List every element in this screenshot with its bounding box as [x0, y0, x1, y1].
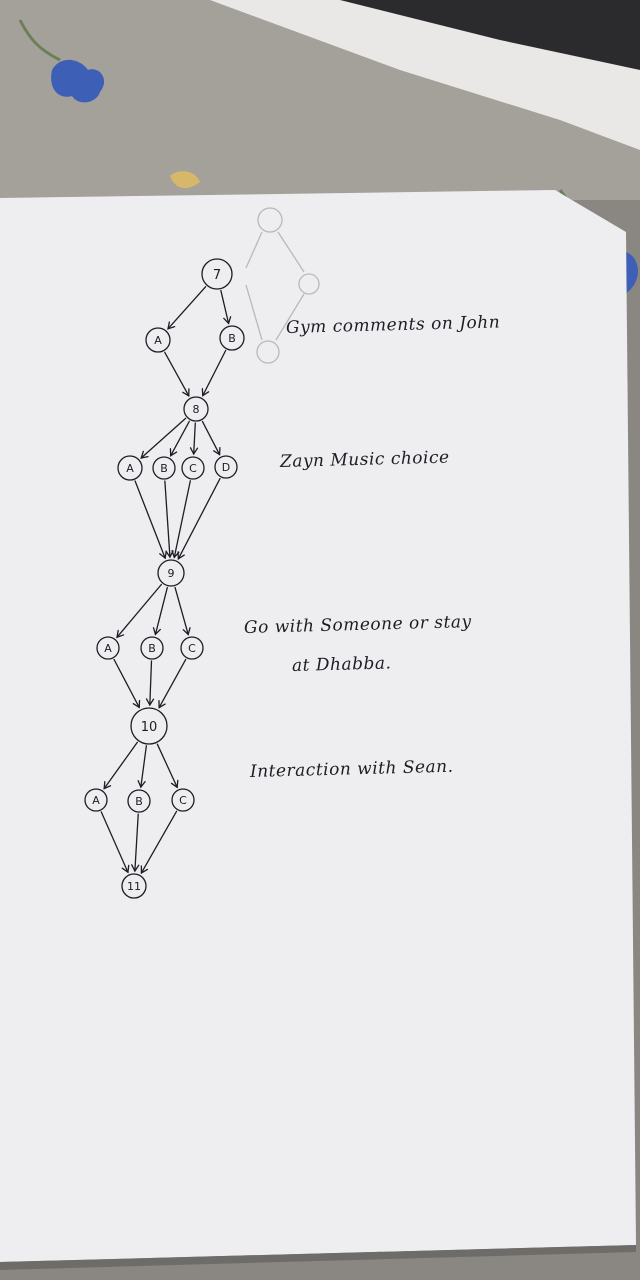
- edge-n10-c10: [156, 743, 179, 789]
- node-circle: [214, 455, 238, 479]
- node-label: C: [189, 462, 197, 475]
- edge-b8-n9: [164, 480, 174, 559]
- node-label: A: [154, 334, 162, 347]
- node-circle: [181, 456, 205, 480]
- edge-n9-a9: [116, 583, 163, 639]
- node-circle: [84, 788, 108, 812]
- edge-n7-b7: [220, 289, 232, 325]
- edge-n8-d8: [201, 420, 221, 456]
- node-circle: [171, 788, 195, 812]
- edge-n10-a10: [103, 741, 139, 790]
- diagram-edges: [100, 286, 232, 875]
- node-circle: [145, 327, 171, 353]
- node-n11: 11: [121, 873, 147, 899]
- node-b9: B: [140, 636, 164, 660]
- node-n9: 9: [157, 559, 185, 587]
- node-label: B: [148, 642, 156, 655]
- node-circle: [183, 396, 209, 422]
- edge-n8-c8: [189, 422, 199, 456]
- node-c8: C: [181, 456, 205, 480]
- edge-a9-n10: [113, 658, 141, 709]
- node-circle: [201, 258, 233, 290]
- node-label: 7: [213, 268, 221, 283]
- paper-shadow: [0, 1245, 636, 1270]
- node-label: A: [126, 462, 134, 475]
- node-circle: [152, 456, 176, 480]
- node-circle: [180, 636, 204, 660]
- node-a7: A: [145, 327, 171, 353]
- edge-n7-a7: [167, 286, 207, 330]
- node-a10: A: [84, 788, 108, 812]
- node-label: 11: [127, 880, 141, 893]
- node-c9: C: [180, 636, 204, 660]
- edge-b10-n11: [131, 813, 140, 873]
- edge-c8-n9: [171, 480, 191, 559]
- laptop-edge-dark: [340, 0, 640, 70]
- edge-n9-b9: [152, 586, 168, 636]
- node-label: 8: [193, 403, 200, 416]
- node-label: 9: [168, 567, 175, 580]
- edge-c10-n11: [140, 810, 178, 875]
- node-label: A: [104, 642, 112, 655]
- node-label: B: [228, 332, 236, 345]
- node-d8: D: [214, 455, 238, 479]
- node-circle: [127, 789, 151, 813]
- edge-a8-n9: [134, 480, 167, 560]
- node-label: B: [135, 795, 143, 808]
- edge-c9-n10: [158, 658, 187, 709]
- node-circle: [96, 636, 120, 660]
- edge-b9-n10: [145, 660, 155, 707]
- node-label: C: [179, 794, 187, 807]
- node-label: 10: [141, 720, 158, 735]
- node-circle: [157, 559, 185, 587]
- node-label: A: [92, 794, 100, 807]
- node-circle: [219, 325, 245, 351]
- edge-n10-b10: [137, 745, 148, 789]
- bleed-through-sketch: [245, 207, 320, 364]
- node-b10: B: [127, 789, 151, 813]
- edge-a7-n8: [164, 351, 190, 397]
- paper-sheet: [0, 190, 636, 1262]
- node-n7: 7: [201, 258, 233, 290]
- node-label: B: [160, 462, 168, 475]
- node-label: D: [222, 461, 230, 474]
- node-n8: 8: [183, 396, 209, 422]
- node-circle: [117, 455, 143, 481]
- node-b7: B: [219, 325, 245, 351]
- annotation-at-dhabba: at Dhabba.: [291, 653, 392, 676]
- edge-n9-c9: [174, 586, 191, 636]
- edge-n8-a8: [140, 417, 187, 459]
- edge-a10-n11: [100, 811, 130, 874]
- node-label: C: [188, 642, 196, 655]
- node-a9: A: [96, 636, 120, 660]
- node-circle: [140, 636, 164, 660]
- node-circle: [130, 707, 168, 745]
- edge-n8-b8: [169, 420, 190, 457]
- node-a8: A: [117, 455, 143, 481]
- edge-d8-n9: [177, 477, 221, 560]
- node-n10: 10: [130, 707, 168, 745]
- node-c10: C: [171, 788, 195, 812]
- node-circle: [121, 873, 147, 899]
- edge-b7-n8: [201, 349, 227, 397]
- node-b8: B: [152, 456, 176, 480]
